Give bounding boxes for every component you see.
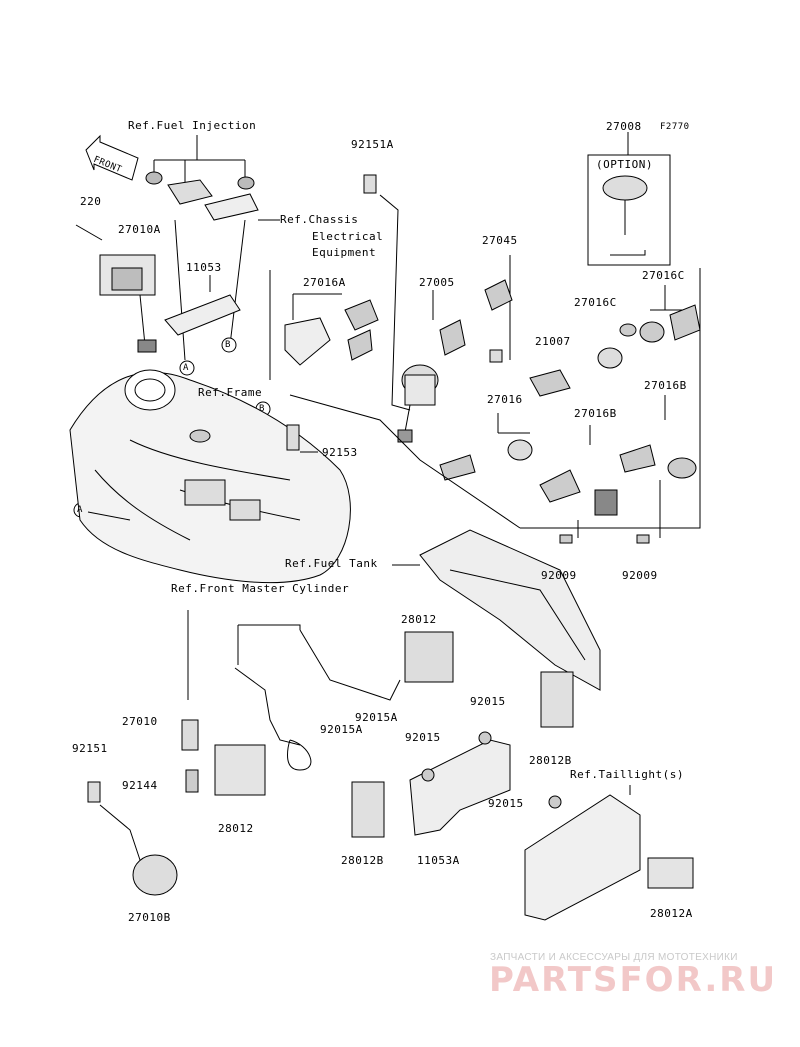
fuel-tank-bracket xyxy=(392,529,601,691)
ref-fuel-injection-label: Ref.Fuel Injection xyxy=(128,119,257,132)
ref-chassis-label-1: Ref.Chassis xyxy=(280,213,359,226)
part-27010B: 27010B xyxy=(128,911,171,924)
callout-a-upper: A xyxy=(183,363,189,373)
part-27005: 27005 xyxy=(419,276,455,289)
bracket-11053A xyxy=(351,671,574,838)
sensor-bracket xyxy=(145,171,259,221)
part-27016B-center: 27016B xyxy=(574,407,617,420)
keyset-27016 xyxy=(439,413,533,481)
part-28012A: 28012A xyxy=(650,907,693,920)
switch-27010 xyxy=(181,610,199,793)
part-27016C-left: 27016C xyxy=(574,296,617,309)
part-27008: 27008 xyxy=(606,120,642,133)
bracket-11053 xyxy=(164,275,241,336)
part-27010A: 27010A xyxy=(118,223,161,236)
part-220: 220 xyxy=(80,195,102,208)
switch-27010B xyxy=(87,781,178,896)
part-92009-right: 92009 xyxy=(622,569,658,582)
option-label: (OPTION) xyxy=(596,158,653,171)
part-28012B-right: 28012B xyxy=(529,754,572,767)
ref-chassis-label-2: Electrical xyxy=(312,230,384,243)
part-27010: 27010 xyxy=(122,715,158,728)
bolt-92153 xyxy=(286,424,318,453)
part-92015A-lower: 92015A xyxy=(320,723,363,736)
fuel-injection-leaders xyxy=(153,135,246,182)
callout-b-upper: B xyxy=(225,340,231,350)
part-27016A: 27016A xyxy=(303,276,346,289)
part-11053: 11053 xyxy=(186,261,222,274)
harness-27010A xyxy=(75,224,157,353)
part-92151A: 92151A xyxy=(351,138,394,151)
keyset-27016C xyxy=(619,285,701,343)
part-27016: 27016 xyxy=(487,393,523,406)
ref-taillight-label: Ref.Taillight(s) xyxy=(570,768,684,781)
ref-frame-label: Ref.Frame xyxy=(198,386,263,399)
callout-a-lower: A xyxy=(77,505,83,515)
part-92153: 92153 xyxy=(322,446,358,459)
part-92151: 92151 xyxy=(72,742,108,755)
watermark-logo-text: PARTSFOR.RU xyxy=(489,963,777,997)
part-28012B-left: 28012B xyxy=(341,854,384,867)
bolts-92009 xyxy=(559,480,661,544)
keys-27045 xyxy=(484,255,513,363)
part-27016B-right: 27016B xyxy=(644,379,687,392)
keyset-27016B-upper xyxy=(619,395,697,479)
master-cylinder-bracket xyxy=(214,624,454,796)
part-92009-left: 92009 xyxy=(541,569,577,582)
ref-chassis-label-3: Equipment xyxy=(312,246,377,259)
part-92015-upper: 92015 xyxy=(470,695,506,708)
part-27045: 27045 xyxy=(482,234,518,247)
group-box-lines xyxy=(269,268,701,529)
part-92015-lower: 92015 xyxy=(488,797,524,810)
front-arrow-icon xyxy=(85,134,139,181)
part-92015A-upper: 92015A xyxy=(355,711,398,724)
ref-front-master-cylinder-label: Ref.Front Master Cylinder xyxy=(171,582,350,595)
part-21007: 21007 xyxy=(535,335,571,348)
taillight-bracket xyxy=(524,785,694,921)
ignition-switch-27005 xyxy=(397,290,466,443)
part-11053A: 11053A xyxy=(417,854,460,867)
option-box-27008 xyxy=(587,132,671,266)
watermark-logo: PARTSFOR.RU xyxy=(489,963,777,997)
ref-fuel-tank-label: Ref.Fuel Tank xyxy=(285,557,378,570)
part-92144: 92144 xyxy=(122,779,158,792)
part-28012-lower: 28012 xyxy=(218,822,254,835)
bracket-27016A xyxy=(284,293,379,366)
bolt-92151A xyxy=(363,174,411,411)
figure-code: F2770 xyxy=(660,122,690,132)
part-92015-middle: 92015 xyxy=(405,731,441,744)
keyset-27016B-lower xyxy=(539,425,618,516)
part-27016C-right: 27016C xyxy=(642,269,685,282)
frame xyxy=(69,369,351,584)
watermark-tagline: ЗАПЧАСТИ И АКСЕССУАРЫ ДЛЯ МОТОТЕХНИКИ xyxy=(490,952,738,963)
callout-b-lower: B xyxy=(259,404,265,414)
lock-21007 xyxy=(529,347,623,397)
part-28012-upper: 28012 xyxy=(401,613,437,626)
